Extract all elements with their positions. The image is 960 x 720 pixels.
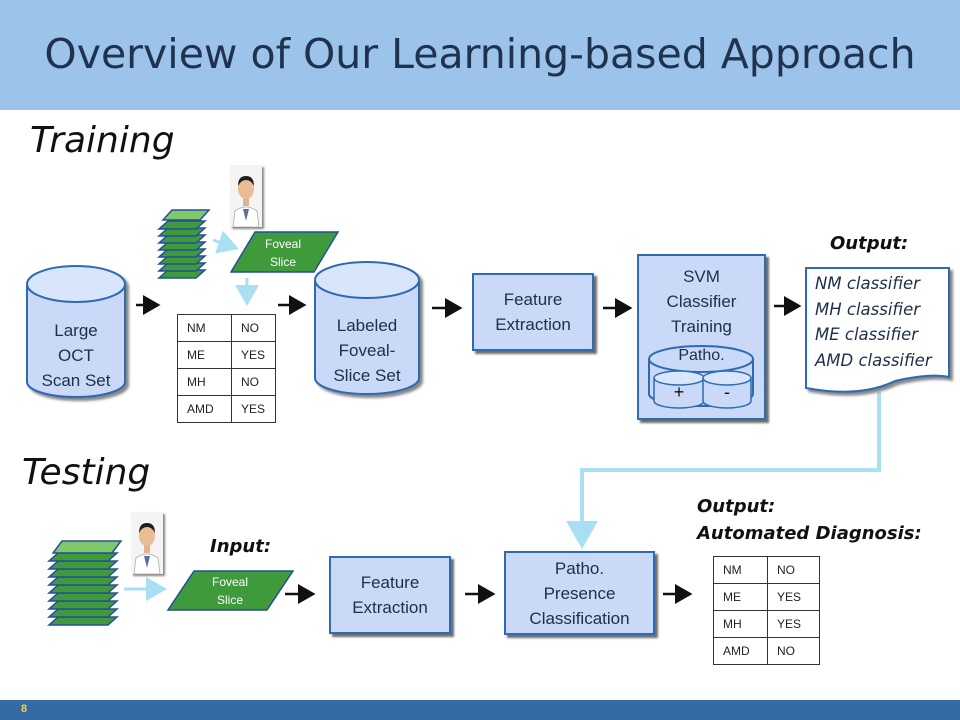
testing-foveal-slice-label: Foveal Slice — [180, 573, 280, 609]
list-item: ME classifier — [815, 325, 919, 344]
plus-label: + — [673, 382, 685, 402]
foveal-line1: Foveal — [211, 575, 249, 589]
training-feature-extraction-box: Feature Extraction — [472, 273, 594, 351]
footer-bar — [0, 700, 960, 720]
patho-label: Patho. — [678, 347, 725, 364]
foveal-line2: Slice — [269, 255, 296, 269]
large-oct-scan-set: Large OCT Scan Set — [27, 318, 125, 398]
box-line: Classifier — [666, 292, 737, 311]
table-cell: NM — [713, 556, 768, 584]
labeled-set-line1: Labeled — [336, 316, 398, 335]
table-cell: NM — [177, 314, 232, 342]
training-foveal-slice-label: Foveal Slice — [240, 235, 326, 271]
training-foveal-slice-shape — [229, 231, 340, 273]
box-line: Presence — [543, 583, 616, 603]
labeled-foveal-slice-set: Labeled Foveal- Slice Set — [315, 313, 419, 393]
box-line: Training — [671, 317, 732, 336]
title-bar — [0, 0, 960, 110]
output-line: Output: — [697, 496, 776, 517]
page-number: 8 — [21, 703, 28, 715]
box-line: Patho. — [554, 558, 605, 578]
large-oct-line3: Scan Set — [41, 371, 111, 390]
labeled-set-line2: Foveal- — [338, 341, 396, 360]
table-cell: NO — [767, 637, 820, 665]
box-line: Extraction — [352, 598, 428, 617]
labeled-set-cylinder-icon — [314, 261, 420, 395]
list-item: MH classifier — [815, 299, 921, 319]
list-item: NM classifier — [815, 274, 920, 293]
table-cell: MH — [713, 610, 768, 638]
large-oct-line2: OCT — [58, 346, 94, 365]
training-heading: Training — [30, 120, 175, 161]
table-cell: ME — [177, 341, 232, 369]
output-document-icon — [805, 267, 950, 393]
person-photo-icon — [230, 165, 262, 227]
table-cell: YES — [767, 610, 820, 638]
large-oct-line1: Large — [54, 321, 98, 340]
box-line: Classification — [529, 608, 630, 628]
testing-slice-stack-icon — [47, 540, 123, 626]
large-oct-cylinder-icon — [26, 265, 126, 398]
box-line: SVM — [683, 267, 720, 286]
training-output-label: Output: — [830, 233, 909, 254]
box-line: Feature — [360, 573, 420, 592]
table-cell: AMD — [713, 637, 768, 665]
training-slice-stack-icon — [157, 209, 211, 279]
testing-heading: Testing — [22, 452, 151, 493]
list-item: AMD classifier — [815, 350, 932, 370]
person-photo-icon — [131, 512, 163, 574]
testing-foveal-slice-shape — [166, 570, 295, 611]
testing-feature-extraction-box: Feature Extraction — [329, 556, 451, 634]
foveal-line2: Slice — [216, 593, 243, 607]
table-cell: YES — [767, 583, 820, 611]
patho-presence-classification-box: Patho. Presence Classification — [504, 551, 655, 635]
table-cell: NO — [231, 368, 276, 396]
patho-cylinder-icon — [648, 345, 754, 409]
table-cell: ME — [713, 583, 768, 611]
labeled-set-line3: Slice Set — [333, 366, 401, 385]
box-line: Extraction — [495, 315, 571, 334]
table-cell: NO — [767, 556, 820, 584]
minus-label: - — [724, 382, 730, 402]
slide-title: Overview of Our Learning-based Approach — [44, 30, 916, 78]
table-cell: AMD — [177, 395, 232, 423]
output-classifier-list: NM classifier MH classifier ME classifie… — [815, 271, 932, 373]
testing-output-label: Output: Automated Diagnosis: — [697, 493, 922, 547]
output-line: Automated Diagnosis: — [697, 523, 922, 544]
table-cell: MH — [177, 368, 232, 396]
table-cell: YES — [231, 341, 276, 369]
box-line: Feature — [503, 290, 563, 309]
table-cell: NO — [231, 314, 276, 342]
table-cell: YES — [231, 395, 276, 423]
testing-input-label: Input: — [210, 536, 272, 557]
foveal-line1: Foveal — [264, 237, 302, 251]
